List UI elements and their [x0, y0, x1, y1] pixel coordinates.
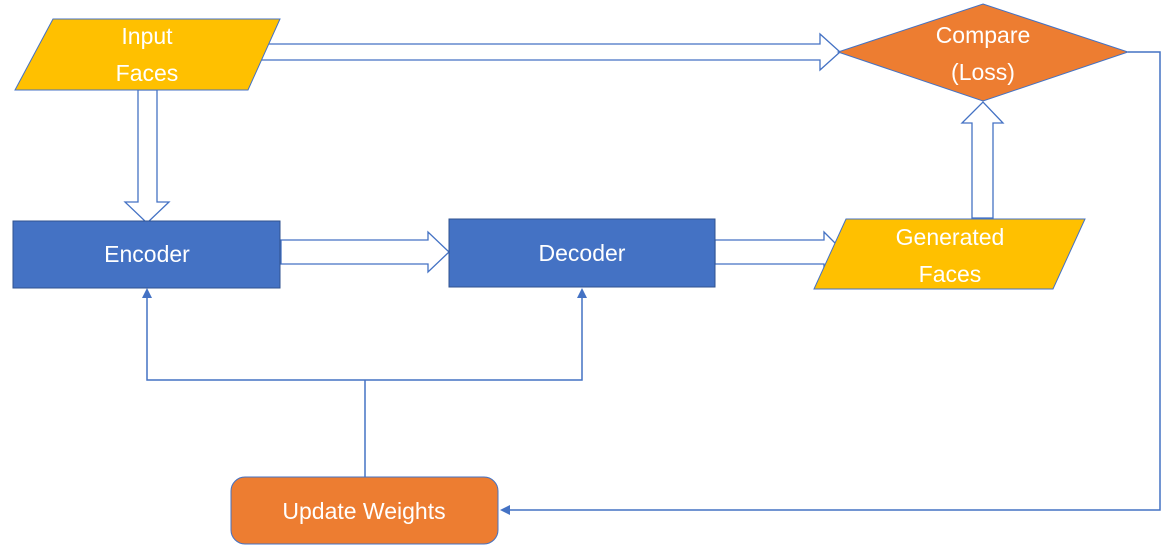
input-faces-label-line1: Input: [121, 23, 173, 49]
generated-faces-node: Generated Faces: [813, 218, 1086, 290]
compare-label-line1: Compare: [936, 22, 1031, 48]
input-faces-shape: [14, 18, 281, 91]
decoder-node: Decoder: [448, 218, 716, 288]
encoder-shape: [12, 220, 281, 289]
update-weights-shape: [230, 476, 499, 545]
generated-to-compare-arrow: [960, 101, 1005, 219]
input-faces-node: Input Faces: [14, 18, 281, 91]
input-to-encoder-arrow: [123, 89, 171, 224]
update-to-decoder-arrowhead: [577, 288, 587, 298]
update-weights-label: Update Weights: [282, 498, 445, 524]
compare-loss-node: Compare (Loss): [836, 3, 1130, 102]
input-to-compare-arrow: [247, 32, 841, 72]
decoder-label: Decoder: [539, 240, 626, 266]
encoder-node: Encoder: [12, 220, 281, 289]
update-to-encoder-line: [146, 296, 365, 381]
encoder-label: Encoder: [104, 241, 190, 267]
update-to-decoder-line: [365, 296, 583, 381]
generated-faces-label-line1: Generated: [896, 224, 1005, 250]
compare-label-line2: (Loss): [951, 59, 1015, 85]
generated-faces-shape: [813, 218, 1086, 290]
update-to-encoder-arrowhead: [142, 288, 152, 298]
decoder-shape: [448, 218, 716, 288]
loss-feedback-line: [508, 51, 1161, 511]
update-weights-node: Update Weights: [230, 476, 499, 545]
generated-faces-label-line2: Faces: [919, 261, 982, 287]
encoder-to-decoder-arrow: [280, 230, 450, 274]
compare-loss-shape: [836, 3, 1130, 102]
input-faces-label-line2: Faces: [116, 60, 179, 86]
loss-feedback-arrowhead: [500, 505, 510, 515]
